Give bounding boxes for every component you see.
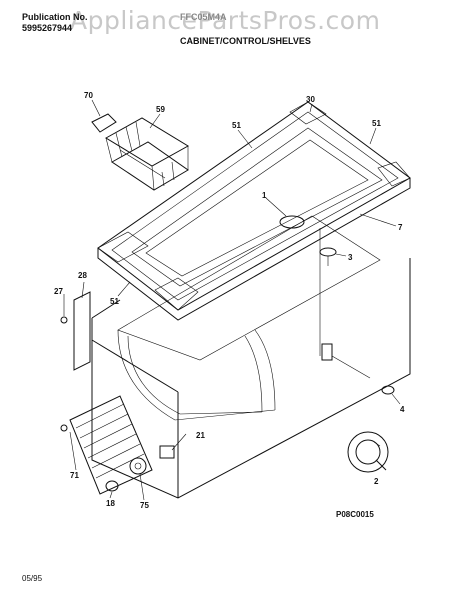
section-title: CABINET/CONTROL/SHELVES	[180, 36, 311, 46]
leader-lines	[63, 99, 401, 501]
callout-51-top-right: 51	[372, 119, 381, 128]
wire-basket	[105, 117, 189, 191]
callout-1: 1	[262, 191, 267, 200]
callout-70: 70	[84, 91, 93, 100]
callout-21: 21	[196, 431, 205, 440]
lid-hinge	[60, 291, 91, 371]
knob-18	[105, 480, 119, 492]
thermostat	[129, 445, 175, 475]
revision-date: 05/95	[22, 574, 43, 583]
control-knob	[279, 215, 305, 229]
callout-51-top-left: 51	[232, 121, 241, 130]
callout-71: 71	[70, 471, 79, 480]
callout-28: 28	[78, 271, 87, 280]
publication-number: 5995267944	[22, 23, 73, 33]
model-code: FFC05M4A	[180, 12, 227, 22]
callout-59: 59	[156, 105, 165, 114]
callout-3: 3	[348, 253, 353, 262]
publication-label: Publication No.	[22, 12, 88, 22]
watermark: AppliancePartsPros.com	[70, 6, 381, 35]
callout-51-left: 51	[110, 297, 119, 306]
callout-labels: 70 59 30 51 51 1 7 3 28 27 51 4 2 71 21 …	[54, 91, 405, 510]
callout-27: 27	[54, 287, 63, 296]
drain-tube	[321, 343, 395, 395]
diagram-code: P08C0015	[336, 510, 374, 519]
cabinet-body	[91, 215, 411, 499]
callout-4: 4	[400, 405, 405, 414]
callout-2: 2	[374, 477, 379, 486]
drain-cap	[319, 247, 337, 266]
callout-75: 75	[140, 501, 149, 510]
basket-clip	[91, 113, 117, 133]
callout-18: 18	[106, 499, 115, 508]
callout-30: 30	[306, 95, 315, 104]
lid-frame	[97, 101, 411, 321]
drain-plug-detail	[347, 431, 389, 473]
callout-7: 7	[398, 223, 403, 232]
